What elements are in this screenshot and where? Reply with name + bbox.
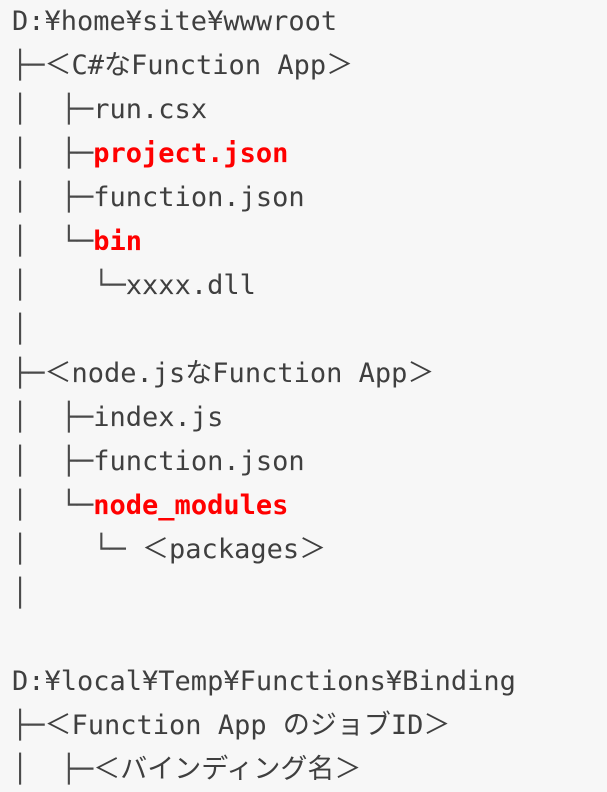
tree-line-spacer-3 [0, 616, 607, 660]
tree-branch-glyph: │ └─ [12, 226, 94, 257]
tree-branch-glyph: │ [12, 314, 29, 345]
tree-line-function-json-node: │ ├─function.json [0, 440, 607, 484]
tree-branch-glyph: │ ├─ [12, 402, 94, 433]
tree-branch-glyph: │ ├─ [12, 754, 94, 785]
tree-line-function-json-cs: │ ├─function.json [0, 176, 607, 220]
tree-line-root-binding: D:¥local¥Temp¥Functions¥Binding [0, 660, 607, 704]
tree-node-label: ＜C#なFunction App＞ [44, 50, 354, 81]
tree-node-label: ＜node.jsなFunction App＞ [44, 358, 435, 389]
tree-line-packages: │ └─ ＜packages＞ [0, 528, 607, 572]
tree-line-project-json: │ ├─project.json [0, 132, 607, 176]
tree-branch-glyph: │ └─ [12, 534, 143, 565]
tree-node-label: ＜バインディング名＞ [93, 754, 362, 785]
tree-node-label: project.json [93, 138, 289, 169]
tree-line-spacer-2: │ [0, 572, 607, 616]
tree-branch-glyph: │ ├─ [12, 94, 94, 125]
tree-line-node-modules: │ └─node_modules [0, 484, 607, 528]
tree-node-label: function.json [93, 182, 305, 213]
tree-node-label: node_modules [93, 490, 289, 521]
tree-line-xxxx-dll: │ └─xxxx.dll [0, 264, 607, 308]
tree-node-label: xxxx.dll [125, 270, 256, 301]
tree-line-spacer-1: │ [0, 308, 607, 352]
tree-node-label: ＜packages＞ [142, 534, 327, 565]
tree-node-label: run.csx [93, 94, 208, 125]
tree-branch-glyph: │ [12, 578, 29, 609]
tree-node-label: index.js [93, 402, 224, 433]
tree-branch-glyph: │ ├─ [12, 138, 94, 169]
tree-line-run-csx: │ ├─run.csx [0, 88, 607, 132]
tree-node-label: bin [93, 226, 143, 257]
tree-line-bin: │ └─bin [0, 220, 607, 264]
tree-branch-glyph: │ └─ [12, 490, 94, 521]
tree-branch-glyph: ├─ [12, 358, 45, 389]
tree-line-root-wwwroot: D:¥home¥site¥wwwroot [0, 0, 607, 44]
tree-line-csharp-app: ├─＜C#なFunction App＞ [0, 44, 607, 88]
tree-node-label: ＜Function App のジョブID＞ [44, 710, 451, 741]
tree-node-label: D:¥local¥Temp¥Functions¥Binding [12, 666, 516, 697]
tree-branch-glyph: │ ├─ [12, 446, 94, 477]
tree-branch-glyph: ├─ [12, 50, 45, 81]
tree-line-binding-name: │ ├─＜バインディング名＞ [0, 748, 607, 792]
tree-line-index-js: │ ├─index.js [0, 396, 607, 440]
tree-branch-glyph: │ └─ [12, 270, 126, 301]
tree-node-label: function.json [93, 446, 305, 477]
tree-line-job-id: ├─＜Function App のジョブID＞ [0, 704, 607, 748]
tree-line-nodejs-app: ├─＜node.jsなFunction App＞ [0, 352, 607, 396]
tree-branch-glyph: ├─ [12, 710, 45, 741]
tree-node-label: D:¥home¥site¥wwwroot [12, 6, 338, 37]
tree-branch-glyph: │ ├─ [12, 182, 94, 213]
